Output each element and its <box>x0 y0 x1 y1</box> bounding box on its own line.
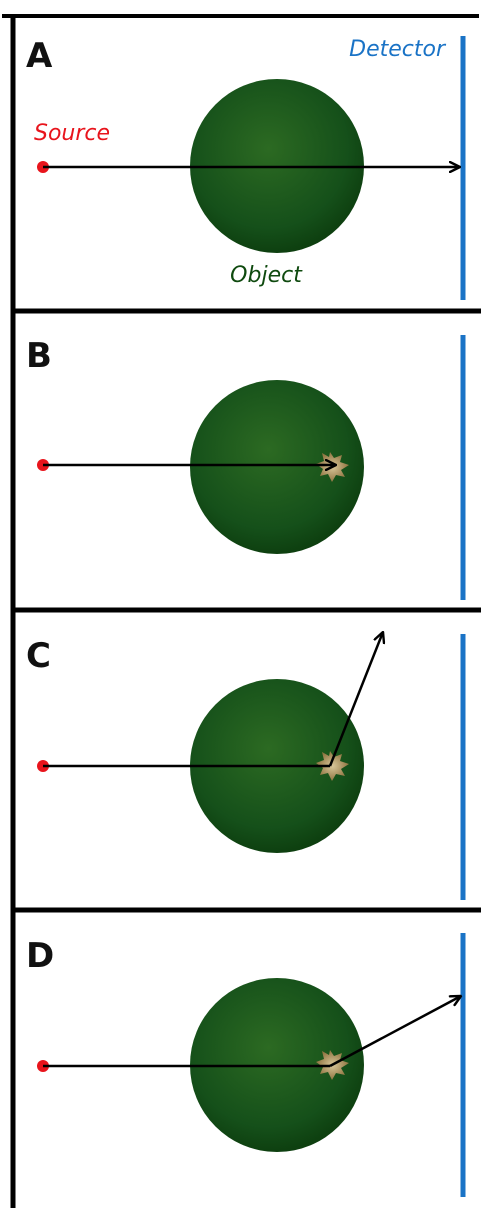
panel-a: A Detector Source Object <box>26 36 466 300</box>
panel-letter: C <box>26 636 51 676</box>
interaction-burst <box>316 751 349 781</box>
object-label: Object <box>230 263 303 288</box>
scattered-ray <box>328 632 383 767</box>
panel-letter: D <box>26 936 54 976</box>
detector-label: Detector <box>349 37 447 62</box>
panel-d: D <box>26 933 466 1197</box>
panel-c: C <box>26 632 466 900</box>
panel-letter: A <box>26 36 53 76</box>
scattered-ray <box>329 996 461 1068</box>
source-label: Source <box>34 121 110 146</box>
panel-b: B <box>26 335 466 600</box>
object-sphere <box>190 380 364 554</box>
panel-letter: B <box>26 336 52 376</box>
